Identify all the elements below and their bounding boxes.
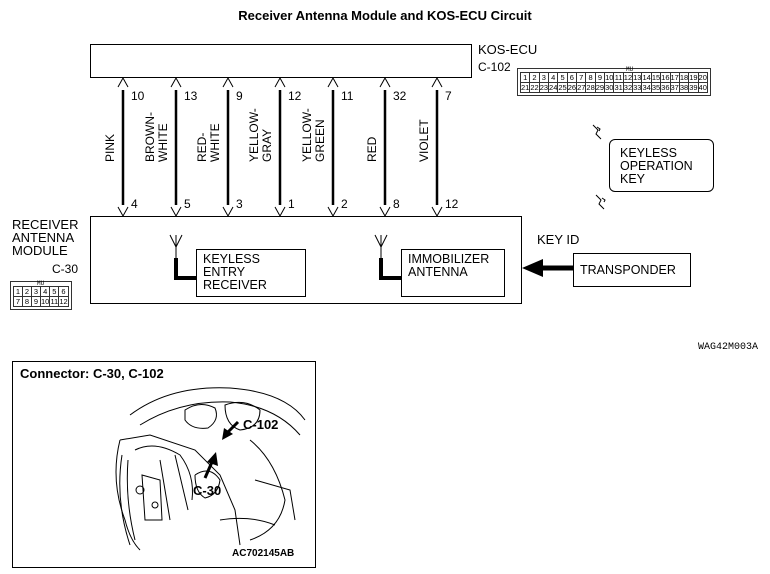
wire-terminal [327,76,339,88]
immobilizer-line-2: ANTENNA [408,265,468,279]
ecu-connector-pin: 40 [697,82,708,93]
ecu-connector-pin: 21 [519,82,531,93]
key-id-arrow [522,259,573,277]
transponder-label: TRANSPONDER [580,263,676,277]
diagram-code: WAG42M003A [698,342,759,353]
ecu-connector-pin: 28 [585,82,596,93]
module-connector-pin: 12 [58,296,69,307]
wire-terminal [117,76,129,88]
module-name-1: RECEIVER [12,217,79,232]
module-pin-number: 2 [341,197,348,211]
transponder-box: TRANSPONDER [573,253,691,287]
ecu-connector-pin: 36 [660,82,671,93]
ecu-connector-pin: 33 [632,82,643,93]
module-pin-number: 4 [131,197,138,211]
signal-zigzag-icon [592,124,606,210]
keyless-entry-receiver-box: KEYLESS ENTRY RECEIVER [196,249,306,297]
module-pin-number: 1 [288,197,295,211]
module-connector-pin: 10 [39,296,51,307]
ecu-connector-pin: 38 [678,82,690,93]
module-pin-number: 12 [445,197,459,211]
keyless-receiver-line-2: ENTRY [203,265,246,279]
ecu-connector-pin: 29 [594,82,606,93]
module-name-2: ANTENNA [12,230,75,245]
wire-terminal [379,76,391,88]
ecu-connector-pin: 26 [566,82,578,93]
ecu-connector-pin: 24 [548,82,559,93]
ecu-connector-pin: 39 [688,82,699,93]
keyless-receiver-line-3: RECEIVER [203,278,267,292]
kos-ecu-box [90,44,472,78]
module-pin-number: 3 [236,197,243,211]
ecu-connector-pin: 32 [622,82,634,93]
ecu-pin-number: 7 [445,89,452,103]
receiver-module-box [90,216,522,304]
keyless-key-line-1: KEYLESS [620,146,677,160]
keyless-key-line-3: KEY [620,172,646,186]
ecu-connector-id: C-102 [478,60,511,74]
ecu-pin-number: 13 [184,89,198,103]
wire-terminal [222,76,234,88]
module-pin-number: 5 [184,197,191,211]
ecu-pin-number: 9 [236,89,243,103]
ecu-connector-pin: 22 [529,82,540,93]
keyless-operation-key-box: KEYLESS OPERATION KEY [609,139,714,192]
module-pin-number: 8 [393,197,400,211]
ecu-connector-pin: 31 [613,82,624,93]
immobilizer-antenna-box: IMMOBILIZER ANTENNA [401,249,505,297]
module-connector-id: C-30 [52,262,79,276]
immobilizer-line-1: IMMOBILIZER [408,252,490,266]
ecu-connector-pin: 27 [576,82,587,93]
key-id-label: KEY ID [537,232,580,247]
ecu-pin-number: 11 [341,89,354,103]
ecu-connector-pin: 34 [641,82,652,93]
ecu-connector-pin: 23 [538,82,550,93]
module-connector-tag: MU [37,280,45,287]
location-title: Connector: C-30, C-102 [20,366,164,381]
diagram-title: Receiver Antenna Module and KOS-ECU Circ… [238,8,532,23]
wire-terminal [431,76,443,88]
wire-terminal [274,76,286,88]
immobilizer-antenna-icon [374,234,401,280]
keyless-receiver-line-1: KEYLESS [203,252,260,266]
wire-terminal [170,76,182,88]
callout-c102: C-102 [243,417,279,432]
ecu-pin-number: 32 [393,89,407,103]
ecu-connector-pin: 30 [604,82,615,93]
dashboard-illustration [115,387,306,551]
ecu-connector-pin: 25 [557,82,568,93]
keyless-key-line-2: OPERATION [620,159,693,173]
ecu-connector-tag: MU [626,66,634,73]
location-code: AC702145AB [232,548,295,559]
callout-c30: C-30 [193,483,222,498]
keyless-antenna-icon [169,234,196,280]
module-name-3: MODULE [12,243,68,258]
ecu-connector-pin: 37 [669,82,680,93]
ecu-name: KOS-ECU [478,42,538,57]
ecu-pin-number: 10 [131,89,145,103]
connector-location-frame [12,361,316,568]
ecu-pin-number: 12 [288,89,302,103]
ecu-connector-pin: 35 [650,82,662,93]
